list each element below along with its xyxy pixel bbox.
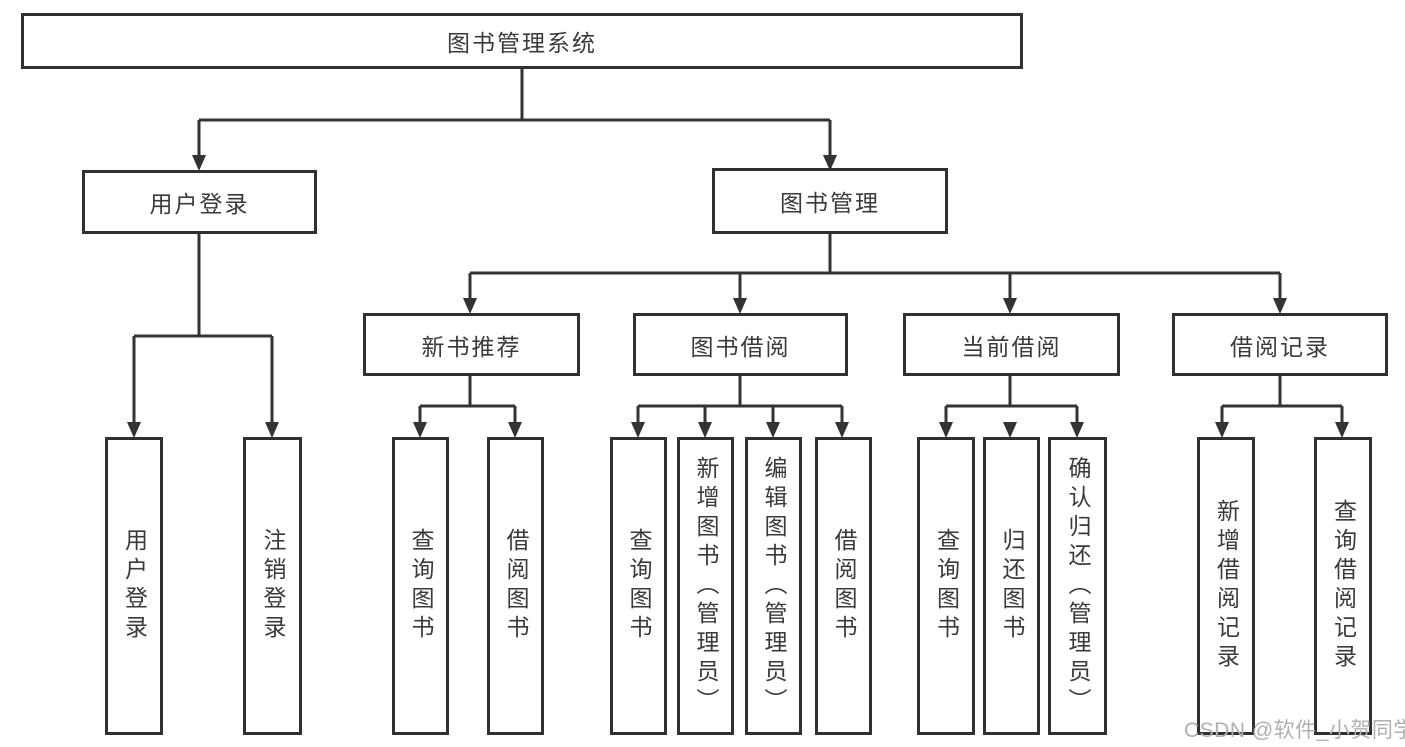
arrowhead — [698, 422, 712, 438]
leaf-borrow-books: 借阅图书 — [815, 437, 872, 735]
leaf-return-books: 归还图书 — [983, 437, 1040, 735]
node-library-management-system: 图书管理系统 — [21, 13, 1023, 69]
arrowhead — [1215, 422, 1229, 438]
leaf-return-books-label: 归还图书 — [999, 528, 1025, 644]
node-book-borrowing: 图书借阅 — [633, 313, 848, 376]
node-new-book-recommendation: 新书推荐 — [363, 313, 580, 376]
connector-lines — [132, 69, 1344, 424]
node-user-login-label: 用户登录 — [149, 191, 250, 217]
arrowhead — [463, 298, 477, 314]
arrowhead — [413, 422, 427, 438]
leaf-query-borrow-record: 查询借阅记录 — [1314, 437, 1372, 735]
arrowhead — [127, 422, 141, 438]
node-book-borrowing-label: 图书借阅 — [690, 333, 791, 360]
leaf-logout-label: 注销登录 — [260, 528, 286, 644]
node-user-login: 用户登录 — [82, 170, 317, 234]
arrowhead — [733, 298, 747, 314]
leaf-user-login: 用户登录 — [105, 437, 163, 735]
leaf-add-borrow-record: 新增借阅记录 — [1197, 437, 1255, 735]
leaf-query-books-borrowing: 查询图书 — [610, 437, 667, 735]
leaf-query-books-recommend: 查询图书 — [392, 437, 449, 735]
arrowhead — [1003, 422, 1017, 438]
node-borrowing-records: 借阅记录 — [1172, 313, 1388, 376]
leaf-query-borrow-record-label: 查询借阅记录 — [1330, 499, 1357, 673]
arrowhead — [631, 422, 645, 438]
leaf-logout: 注销登录 — [243, 437, 302, 735]
arrowheads — [127, 155, 1349, 438]
leaf-query-books-current-label: 查询图书 — [933, 528, 960, 644]
node-book-management-label: 图书管理 — [780, 190, 880, 216]
node-new-book-recommendation-label: 新书推荐 — [421, 333, 522, 360]
leaf-borrow-books-label: 借阅图书 — [831, 528, 857, 644]
leaf-edit-books-admin-label: 编辑图书（管理员） — [761, 455, 787, 717]
arrowhead — [1003, 298, 1017, 314]
arrowhead — [1070, 422, 1084, 438]
arrowhead — [835, 422, 849, 438]
leaf-add-borrow-record-label: 新增借阅记录 — [1213, 499, 1240, 673]
leaf-borrow-books-recommend-label: 借阅图书 — [503, 528, 529, 644]
leaf-edit-books-admin: 编辑图书（管理员） — [745, 437, 802, 735]
arrowhead — [192, 155, 206, 171]
leaf-query-books-recommend-label: 查询图书 — [408, 528, 434, 644]
leaf-query-books-borrowing-label: 查询图书 — [626, 528, 652, 644]
arrowhead — [1273, 298, 1287, 314]
node-borrowing-records-label: 借阅记录 — [1230, 333, 1330, 360]
leaf-borrow-books-recommend: 借阅图书 — [487, 437, 544, 735]
node-current-borrowing: 当前借阅 — [903, 313, 1120, 376]
arrowhead — [939, 422, 953, 438]
node-current-borrowing-label: 当前借阅 — [961, 333, 1062, 360]
node-book-management: 图书管理 — [712, 168, 948, 234]
leaf-user-login-label: 用户登录 — [121, 528, 148, 644]
csdn-watermark-text: CSDN @软件_小贺同学 — [1184, 719, 1405, 742]
leaf-query-books-current: 查询图书 — [917, 437, 975, 735]
arrowhead — [508, 422, 522, 438]
csdn-watermark: CSDN @软件_小贺同学 — [1184, 714, 1405, 744]
arrowhead — [1335, 422, 1349, 438]
node-library-management-system-label: 图书管理系统 — [447, 30, 597, 56]
arrowhead — [766, 422, 780, 438]
arrowhead — [265, 422, 279, 438]
arrowhead — [823, 155, 837, 171]
leaf-confirm-return-admin-label: 确认归还（管理员） — [1065, 455, 1091, 717]
leaf-add-books-admin-label: 新增图书（管理员） — [693, 455, 719, 717]
leaf-confirm-return-admin: 确认归还（管理员） — [1048, 437, 1107, 735]
leaf-add-books-admin: 新增图书（管理员） — [677, 437, 734, 735]
